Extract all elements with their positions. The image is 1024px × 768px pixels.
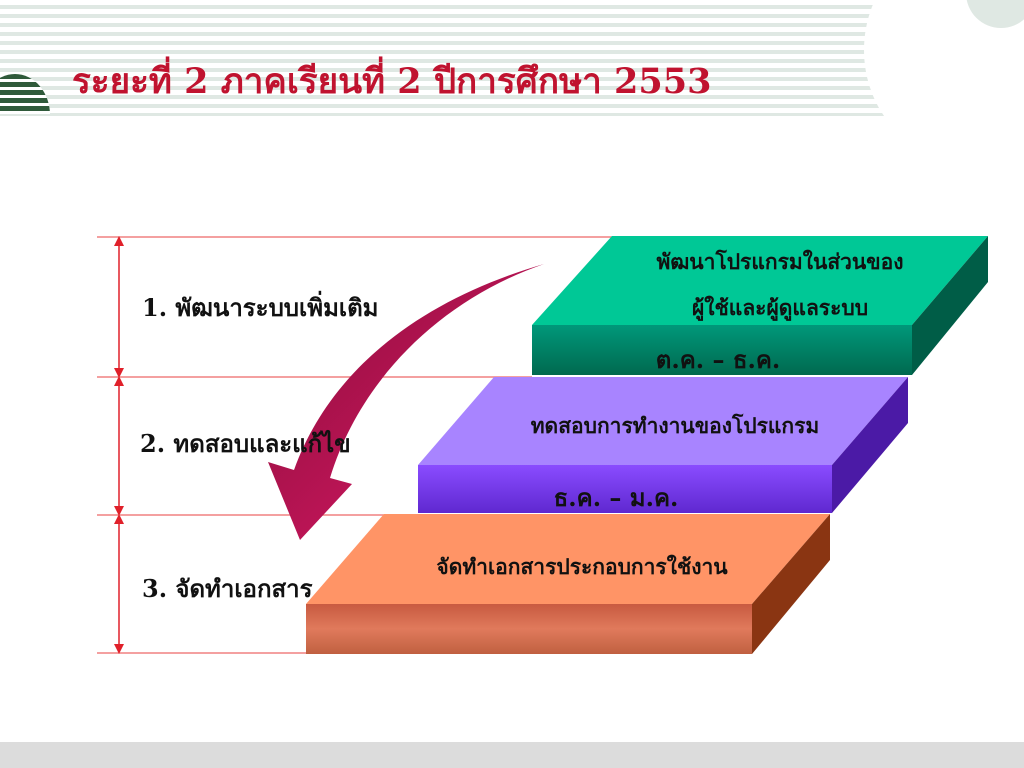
phase-label-3: 3. จัดทำเอกสาร (142, 574, 313, 603)
step-1-line1: พัฒนาโปรแกรมในส่วนของ (656, 249, 904, 274)
phase-label-1: 1. พัฒนาระบบเพิ่มเติม (142, 293, 379, 322)
step-1-front (532, 325, 912, 375)
step-block-3 (306, 514, 830, 654)
slide-title: ระยะที่ 2 ภาคเรียนที่ 2 ปีการศึกษา 2553 (72, 61, 712, 102)
step-1-line2: ผู้ใช้และผู้ดูแลระบบ (691, 295, 869, 320)
step-2-line1: ทดสอบการทำงานของโปรแกรม (530, 413, 820, 438)
step-1-side (912, 236, 988, 375)
step-3-side (752, 514, 830, 654)
header-band (0, 0, 1024, 116)
step-2-top (418, 377, 908, 465)
step-3-top (306, 514, 830, 604)
phase-label-2: 2. ทดสอบและแก้ไข (140, 429, 351, 458)
step-2-side (832, 377, 908, 513)
guide-lines (97, 236, 640, 654)
step-2-period: ธ.ค. – ม.ค. (553, 483, 679, 512)
step-3-front (306, 604, 752, 654)
step-3-line1: จัดทำเอกสารประกอบการใช้งาน (436, 554, 728, 579)
footer-bar (0, 742, 1024, 768)
double-arrow-icon (114, 236, 124, 654)
step-1-top (532, 236, 988, 325)
step-block-2 (418, 377, 908, 513)
step-1-period: ต.ค. – ธ.ค. (655, 345, 781, 374)
curved-arrow-icon (268, 264, 544, 540)
step-2-front (418, 465, 832, 513)
step-block-1 (532, 236, 988, 375)
